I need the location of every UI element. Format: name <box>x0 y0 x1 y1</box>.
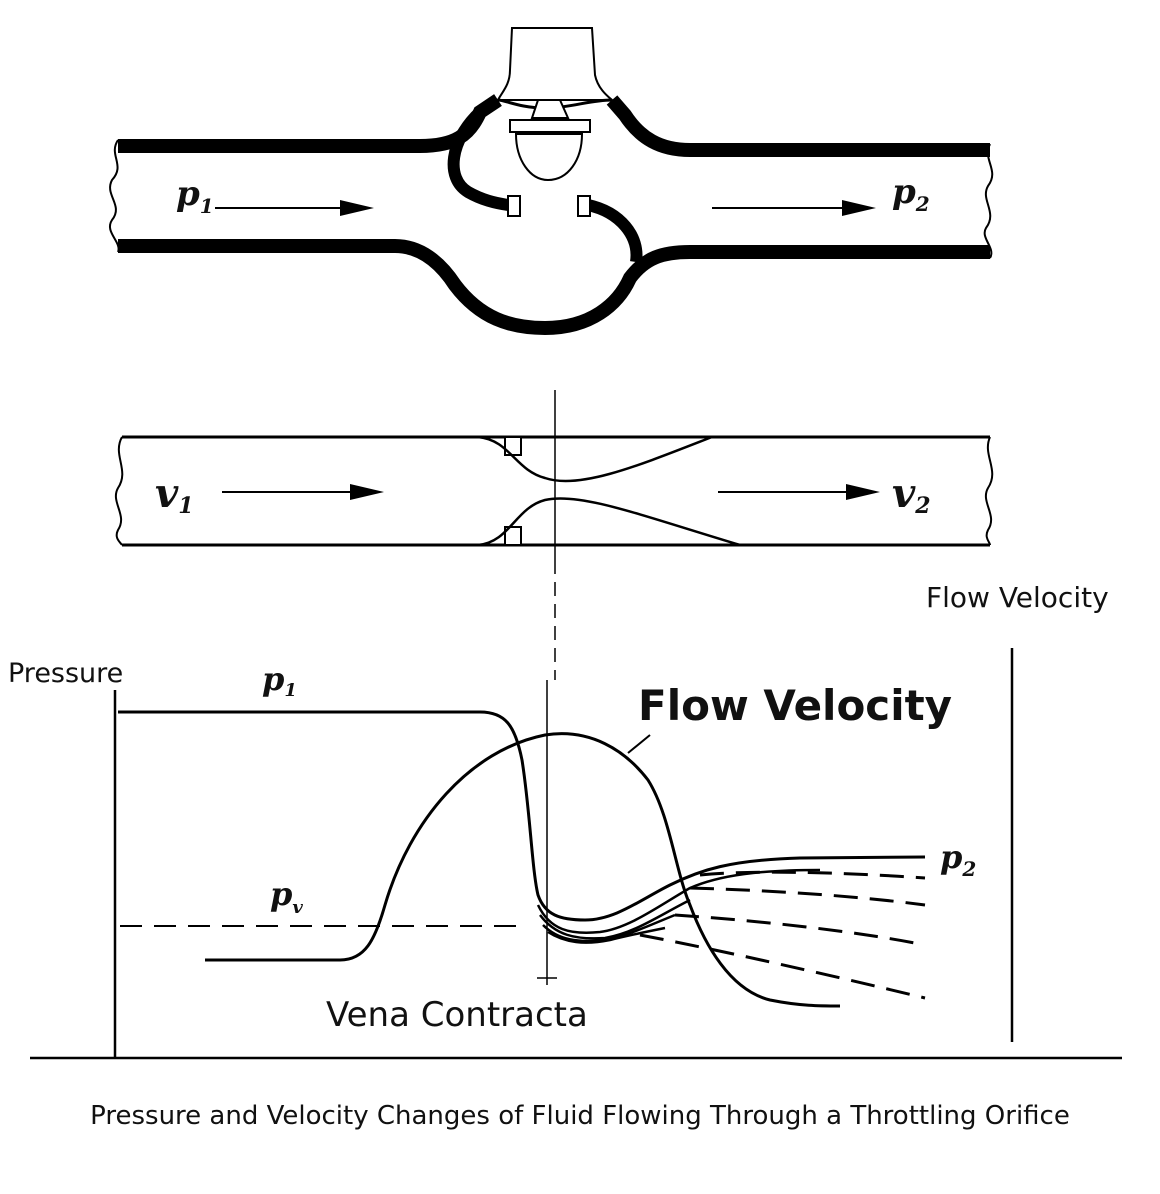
pressure-velocity-graph: Pressure Flow Velocity Flow Velocity p1 … <box>8 581 1122 1060</box>
orifice-break-right <box>985 436 994 546</box>
orifice-jet-lower <box>477 497 741 547</box>
orifice-outlet-arrowhead <box>846 484 880 500</box>
valve-inlet-arrowhead <box>340 200 374 216</box>
pressure-axis-label: Pressure <box>8 658 123 689</box>
valve-diagram: p1 p2 <box>109 27 994 336</box>
valve-plug-body <box>514 133 584 182</box>
flow-velocity-leader <box>627 734 651 754</box>
valve-seat-left-ring <box>507 195 521 217</box>
valve-break-right <box>983 143 994 259</box>
valve-upper-wall-right <box>606 95 990 157</box>
valve-outlet-arrowhead <box>842 200 876 216</box>
pressure-recovery-branch-4 <box>547 926 666 944</box>
pressure-recovery-dashed-2 <box>689 886 926 907</box>
valve-seat-right-horn <box>586 199 643 263</box>
valve-upper-wall-left <box>118 94 502 153</box>
valve-plug-disc <box>509 119 591 133</box>
flow-velocity-curve <box>205 732 841 1008</box>
valve-break-left <box>109 139 120 253</box>
valve-seat-right-ring <box>577 195 591 217</box>
pressure-recovery-dashed-4 <box>639 933 926 1000</box>
valve-lower-wall-left <box>118 239 990 336</box>
vapor-pressure-label: pv <box>270 875 303 918</box>
valve-inlet-pressure-label: p1 <box>176 174 214 218</box>
valve-bonnet <box>496 27 615 101</box>
orifice-break-left <box>115 436 124 546</box>
orifice-jet-upper <box>477 435 713 483</box>
flow-velocity-axis-label: Flow Velocity <box>926 581 1109 614</box>
orifice-plate-bottom <box>504 526 522 546</box>
valve-seat-left-horn <box>447 107 509 211</box>
pressure-recovery-branch-2 <box>539 898 691 940</box>
orifice-inlet-arrowhead <box>350 484 384 500</box>
inlet-pressure-label: p1 <box>262 660 297 701</box>
flow-velocity-curve-label: Flow Velocity <box>638 681 952 730</box>
pressure-recovery-dashed-3 <box>674 913 926 947</box>
pressure-curve <box>118 710 926 922</box>
orifice-outlet-velocity-label: v2 <box>892 470 931 519</box>
pressure-recovery-dashed-1 <box>699 870 926 880</box>
figure-caption: Pressure and Velocity Changes of Fluid F… <box>90 1101 1070 1131</box>
valve-outlet-pressure-label: p2 <box>892 172 930 216</box>
outlet-pressure-label: p2 <box>940 838 976 881</box>
orifice-inlet-velocity-label: v1 <box>155 470 194 519</box>
valve-plug-top <box>530 99 570 119</box>
vena-contracta-label: Vena Contracta <box>326 995 588 1035</box>
orifice-diagram: v1 v2 <box>115 435 994 547</box>
